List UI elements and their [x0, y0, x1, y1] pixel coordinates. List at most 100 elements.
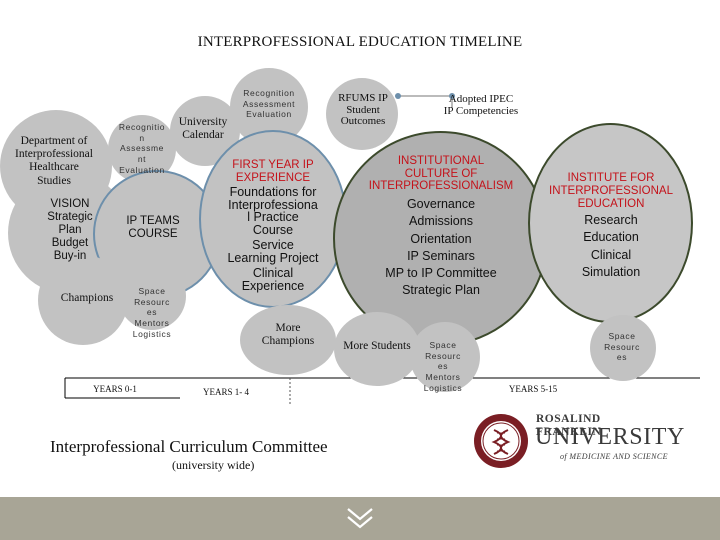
more-students-label: More Students — [343, 340, 411, 352]
space-right-label: Space Resourc es — [594, 331, 650, 363]
vision-line: Strategic — [47, 210, 93, 223]
institute-item: Education — [583, 230, 639, 245]
culture-item: Admissions — [409, 214, 473, 229]
logo-line2: UNIVERSITY — [535, 424, 685, 450]
institute-heading-line: INSTITUTE FOR — [567, 172, 655, 184]
space-mid-label: Space Resourc es Mentors Logistics — [414, 340, 472, 393]
first-year-heading: FIRST YEAR IP EXPERIENCE — [212, 159, 334, 185]
institute-item: Clinical — [590, 247, 632, 262]
space-small-line: Space — [138, 286, 166, 296]
culture-heading-line: INSTITUTIONAL — [397, 155, 485, 167]
space-mid-line: Resourc — [425, 350, 461, 361]
more-champions-line: More — [275, 322, 301, 334]
space-small-line: Mentors — [134, 317, 170, 328]
ip-teams-line: COURSE — [128, 228, 178, 241]
recognition-small-line: nt — [137, 153, 147, 164]
circle-rfums — [326, 78, 398, 150]
dept-line: Department of — [20, 135, 88, 147]
circle-space-mid — [410, 322, 480, 392]
first-year-item: Interprofessiona — [228, 197, 318, 212]
institute-heading-line: EDUCATION — [577, 197, 645, 210]
first-year-item: Experience — [241, 278, 305, 293]
university-calendar-label: University Calendar — [172, 116, 234, 142]
more-champions-label: More Champions — [250, 322, 326, 348]
recognition-small-line: n — [139, 132, 145, 143]
culture-heading-line: INTERPROFESSIONALISM — [368, 180, 514, 193]
institute-items: Research Education Clinical Simulation — [552, 212, 670, 281]
recognition-top-line: Evaluation — [246, 109, 292, 120]
logo-line3: of MEDICINE AND SCIENCE — [560, 452, 668, 461]
years-0-1-label: YEARS 0-1 — [93, 384, 137, 394]
space-mid-line: es — [437, 361, 449, 372]
rfums-line: RFUMS IP — [338, 92, 388, 104]
university-calendar-line: Calendar — [182, 129, 224, 142]
recognition-small-line: Evaluation — [119, 164, 165, 175]
vision-line: VISION — [50, 198, 90, 210]
dept-line: Healthcare — [29, 161, 79, 174]
circle-institute — [528, 123, 693, 323]
ipec-line: IP Competencies — [443, 104, 519, 117]
first-year-line: EXPERIENCE — [235, 172, 311, 185]
space-mid-line: Mentors — [425, 371, 461, 382]
space-right-line: Resourc — [604, 341, 640, 352]
rfums-label: RFUMS IP Student Outcomes — [328, 92, 398, 128]
committee-name: Interprofessional Curriculum Committee — [50, 437, 328, 456]
recognition-small-line: Assessme — [119, 143, 164, 154]
culture-item: Governance — [406, 197, 476, 211]
culture-item: Strategic Plan — [402, 283, 480, 298]
space-small-line: Logistics — [132, 328, 172, 339]
ip-teams-label: IP TEAMS COURSE — [108, 215, 198, 241]
vision-line: Budget — [51, 236, 89, 249]
university-calendar-line: University — [178, 116, 228, 128]
first-year-item: Foundations for — [229, 185, 317, 199]
recognition-top-label: Recognition Assessment Evaluation — [236, 88, 302, 120]
logo-line1: ROSALIND FRANKLIN — [536, 413, 602, 439]
ipec-label: Adopted IPEC IP Competencies — [425, 93, 537, 117]
culture-items: Governance Admissions Orientation IP Sem… — [352, 196, 530, 300]
ip-teams-line: IP TEAMS — [126, 215, 180, 227]
first-year-item: Clinical — [252, 266, 294, 280]
recognition-top-line: Assessment — [242, 98, 296, 109]
dept-line: Studies — [37, 174, 71, 187]
first-year-items: Foundations for Interprofessiona l Pract… — [206, 186, 340, 292]
institute-heading-line: INTERPROFESSIONAL — [549, 184, 673, 197]
culture-heading: INSTITUTIONAL CULTURE OF INTERPROFESSION… — [350, 155, 532, 193]
recognition-small-line: Recognitio — [118, 122, 166, 132]
more-champions-line: Champions — [261, 335, 315, 348]
rfums-line: Outcomes — [340, 115, 386, 128]
institute-heading: INSTITUTE FOR INTERPROFESSIONAL EDUCATIO… — [538, 172, 684, 211]
circle-more-students — [334, 312, 420, 386]
institute-item: Simulation — [581, 264, 641, 279]
culture-item: MP to IP Committee — [385, 266, 497, 280]
circle-space-right — [590, 315, 656, 381]
space-right-line: es — [616, 352, 628, 363]
rfums-line: Student — [346, 103, 380, 116]
dept-line: Interprofessional — [15, 148, 93, 161]
champions-label: Champions — [60, 292, 114, 304]
years-5-15-label: YEARS 5-15 — [508, 384, 558, 394]
page-title: INTERPROFESSIONAL EDUCATION TIMELINE — [197, 34, 523, 50]
culture-item: Orientation — [410, 231, 472, 246]
space-small-line: Resourc — [134, 296, 170, 307]
committee-scope: (university wide) — [172, 458, 255, 472]
ipec-line: Adopted IPEC — [448, 93, 514, 105]
vision-label: VISION Strategic Plan Budget Buy-in — [32, 198, 108, 263]
chevron-down-icon[interactable] — [344, 503, 376, 533]
space-mid-line: Space — [429, 340, 457, 350]
vision-line: Buy-in — [53, 249, 87, 262]
space-mid-line: Logistics — [423, 382, 463, 393]
recognition-small-label: Recognitio n Assessme nt Evaluation — [112, 122, 172, 175]
circle-more-champions — [240, 305, 336, 375]
recognition-top-line: Recognition — [243, 88, 295, 98]
space-small-line: es — [146, 307, 158, 318]
dept-label: Department of Interprofessional Healthca… — [8, 135, 100, 188]
circle-space-small — [118, 262, 186, 330]
institute-item: Research — [584, 213, 638, 227]
culture-heading-line: CULTURE OF — [404, 167, 478, 180]
first-year-item: Learning Project — [227, 250, 319, 265]
circle-champions — [38, 255, 128, 345]
first-year-line: FIRST YEAR IP — [232, 159, 314, 171]
culture-item: IP Seminars — [407, 248, 475, 263]
first-year-item: l Practice — [247, 210, 299, 224]
first-year-item: Service — [252, 238, 294, 252]
